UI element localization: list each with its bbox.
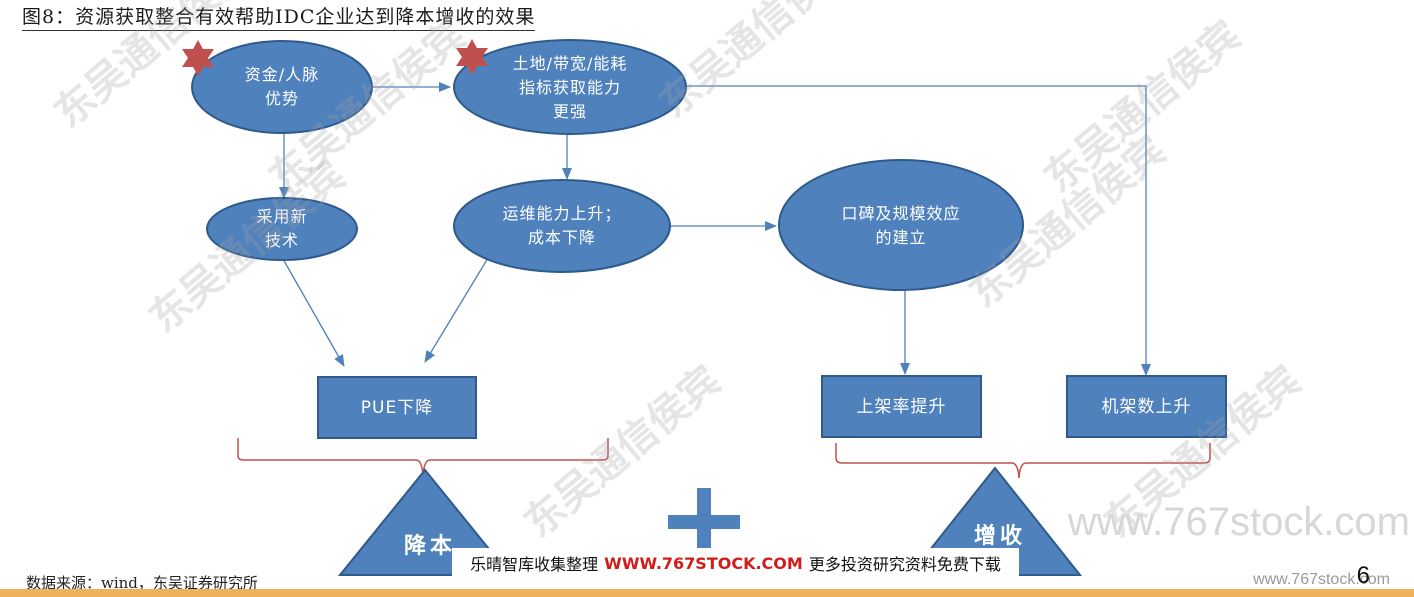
box-rackrate-label: 上架率提升: [856, 396, 947, 417]
box-pue-label: PUE下降: [360, 397, 434, 418]
star-icon: [456, 39, 488, 75]
banner-site-link[interactable]: WWW.767STOCK.COM: [604, 553, 803, 573]
triangle-increase-label: 增收: [973, 524, 1026, 549]
watermark-site-large: www.767stock.com: [1067, 500, 1410, 544]
plus-icon-bar: [668, 515, 740, 529]
box-rackrate-shape: [821, 375, 982, 438]
node-capital-shape: [191, 40, 373, 134]
watermark-site-small: www.767stock.com: [1253, 571, 1390, 588]
node-newtech-shape: [206, 197, 358, 261]
footer-bar: [0, 589, 1414, 597]
node-reputation-shape: [778, 159, 1024, 291]
box-rackcount-label: 机架数上升: [1101, 396, 1192, 417]
star-icon: [182, 40, 214, 76]
page-number: 6: [1356, 562, 1370, 589]
figure-title: 图8：资源获取整合有效帮助IDC企业达到降本增收的效果: [22, 2, 536, 31]
arrow-land-to-rackcount: [686, 85, 1151, 376]
arrow-newtech-to-pue: [282, 258, 345, 367]
arrow-ops-to-pue: [424, 257, 489, 363]
node-land-label: 土地/带宽/能耗 指标获取能力 更强: [512, 54, 628, 121]
data-source: 数据来源：wind，东吴证券研究所: [26, 574, 258, 592]
triangle-reduce-label: 降本: [403, 534, 456, 559]
brace-right: [835, 443, 1211, 479]
box-rackcount-shape: [1066, 375, 1227, 438]
box-pue-shape: [317, 376, 477, 439]
node-ops-shape: [453, 179, 671, 273]
banner-left-text: 乐晴智库收集整理: [470, 555, 599, 574]
node-reputation-label: 口碑及规模效应 的建立: [841, 204, 961, 247]
banner-right-text: 更多投资研究资料免费下载: [808, 555, 1001, 574]
node-capital-label: 资金/人脉 优势: [244, 65, 320, 108]
promo-banner: 乐晴智库收集整理 WWW.767STOCK.COM 更多投资研究资料免费下载: [452, 548, 1019, 578]
brace-left: [237, 438, 609, 477]
node-ops-label: 运维能力上升； 成本下降: [502, 204, 622, 247]
node-land-shape: [453, 39, 687, 135]
node-newtech-label: 采用新 技术: [256, 207, 308, 250]
